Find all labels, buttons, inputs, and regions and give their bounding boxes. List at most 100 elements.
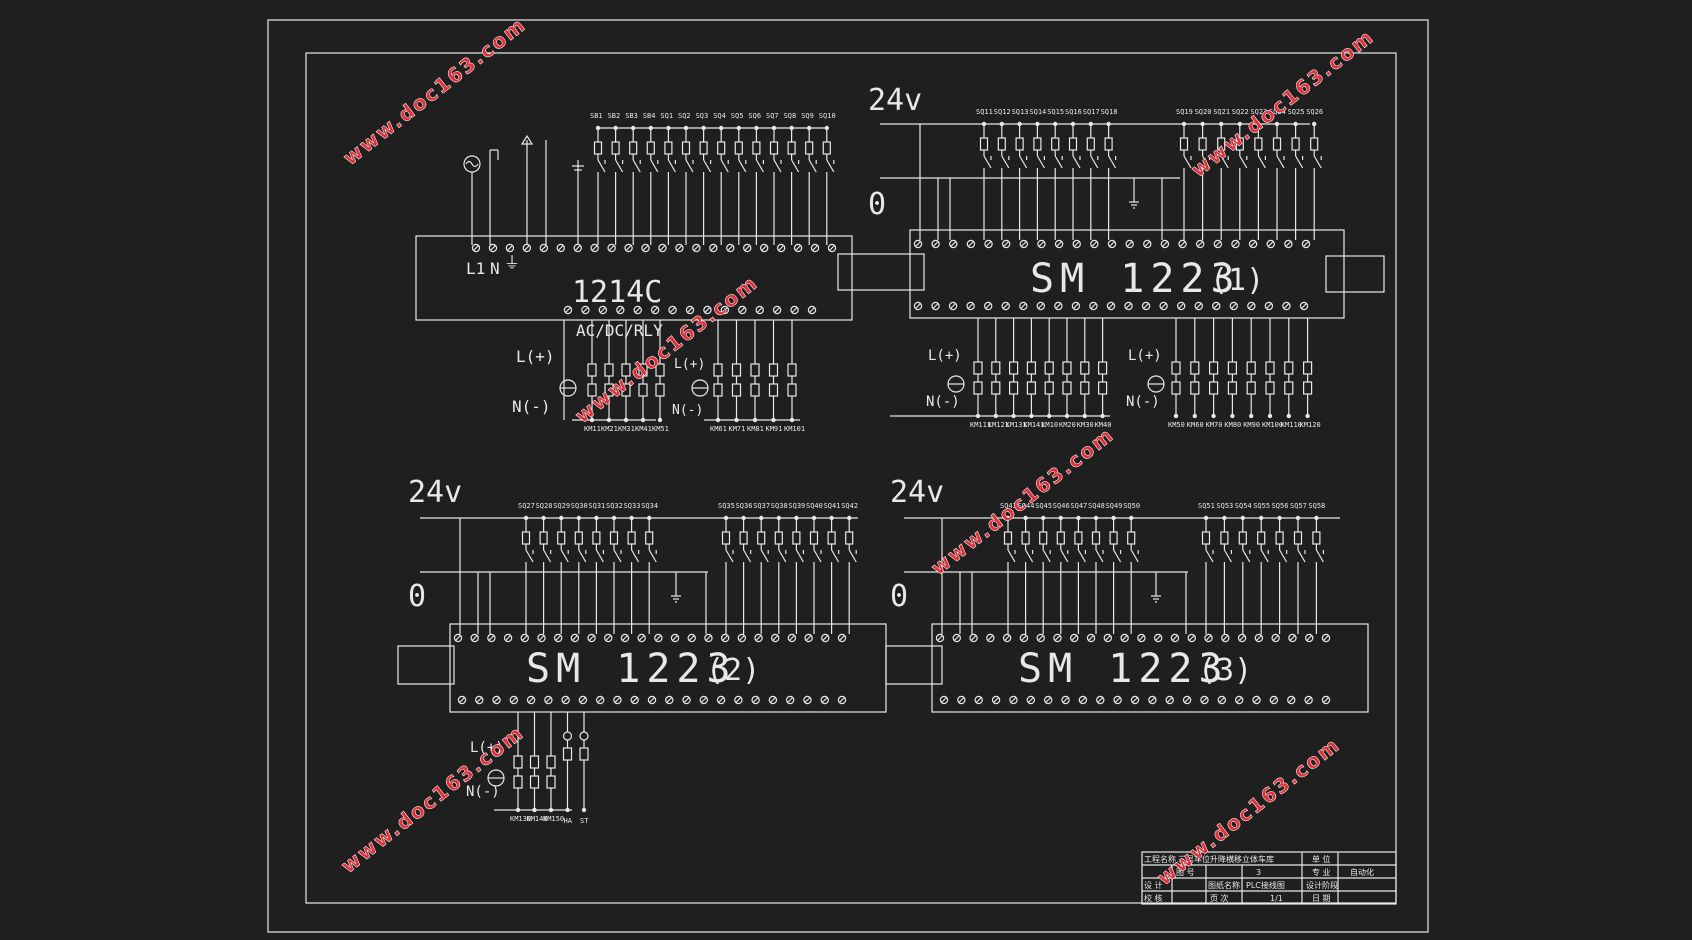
sm3-top-terminal-slash <box>1121 635 1128 641</box>
sm2-bottom-terminal-slash <box>683 697 690 703</box>
cpu-input-SB1-label: SB1 <box>590 112 603 120</box>
sm3-input-SQ56-switch <box>1279 549 1288 563</box>
sm1-out-b-KM50-coil <box>1171 361 1181 375</box>
sm1-out-a-KM30-rail-dot <box>1082 413 1088 419</box>
cpu-input-SQ1-label: SQ1 <box>660 112 673 120</box>
sm1-out-b-KM90-coil <box>1246 381 1256 395</box>
cpu-top-terminal <box>624 243 633 253</box>
sm1-top-terminal-slash <box>950 241 957 247</box>
sm2-top-terminal <box>453 633 463 643</box>
sm1-top-terminal-slash <box>1267 241 1274 247</box>
sm1-input-SQ16-switch <box>1072 155 1081 169</box>
cpu-top-terminal <box>776 243 786 253</box>
sm1-top-terminal <box>966 239 976 249</box>
sm2-top-terminal <box>570 633 580 643</box>
cpu-top-terminal-slash <box>710 245 717 251</box>
sm1-out-b-KM110-label: KM110 <box>1281 421 1302 429</box>
sm1-input-SQ19-fuse <box>1179 137 1189 151</box>
sm3-bottom-terminal-slash <box>958 697 965 703</box>
sm1-module-box <box>909 229 1345 319</box>
sm2-input-SQ30-switch <box>578 549 587 563</box>
sm3-input-SQ53-label: SQ53 <box>1216 502 1233 510</box>
sm3-input-SQ50-label: SQ50 <box>1123 502 1140 510</box>
sm3-input-SQ54-switch <box>1242 549 1251 563</box>
sm1-input-SQ18-label: SQ18 <box>1101 108 1118 116</box>
sm1-out-a-KM20-coil <box>1062 361 1072 375</box>
sm2-top-terminal <box>604 633 613 643</box>
sm3-bottom-terminal-slash <box>1323 697 1329 703</box>
cpu-input-SQ5-switch <box>738 159 747 173</box>
cpu-power-n-label: N <box>490 259 500 278</box>
sm2-out-HA-label: HA <box>564 817 573 825</box>
sm3-top-terminal <box>1187 633 1196 643</box>
sm2-input-SQ42-switch <box>848 549 857 563</box>
sm3-top-terminal-slash <box>1323 635 1329 641</box>
sm1-input-SQ12-switch <box>1001 155 1010 169</box>
sm3-input-SQ49-fuse <box>1109 531 1118 545</box>
sm1-out-b-KM70-label: KM70 <box>1206 421 1223 429</box>
sm2-top-terminal-slash <box>755 635 762 641</box>
sm3-top-terminal <box>1053 633 1062 643</box>
sm1-input-SQ20-switch <box>1202 155 1211 169</box>
cpu-top-terminal-slash <box>829 245 835 251</box>
sm3-bottom-terminal <box>1043 695 1053 705</box>
sm2-bottom-terminal-slash <box>735 697 742 703</box>
cpu-top-terminal <box>590 243 599 253</box>
cpu-out-a-KM11-rail-dot <box>589 417 595 423</box>
cpu-lplus-small-label: L(+) <box>674 357 705 372</box>
sm1-name-label: SM 1223 <box>1030 256 1241 302</box>
tb-page-label: 页 次 <box>1210 893 1229 903</box>
sm1-out-b-KM50-rail-dot <box>1173 413 1179 419</box>
sm2-top-terminal <box>654 633 663 643</box>
sm2-name-label: SM 1223 <box>526 646 737 692</box>
sm2-top-terminal-slash <box>488 635 495 641</box>
cpu-nminus-small-label: N(-) <box>672 403 703 418</box>
sm2-top-terminal <box>754 633 763 643</box>
cpu-bottom-terminal <box>720 305 730 315</box>
sm2-input-SQ37-fuse <box>757 531 766 545</box>
watermark-text: www.doc163.com <box>1152 732 1344 890</box>
cpu-bottom-terminal-slash <box>617 307 624 313</box>
cpu-out-b-KM61-coil <box>713 383 723 397</box>
sm2-bottom-terminal <box>785 695 795 705</box>
sm1-out-a-KM121-coil <box>991 361 1001 375</box>
sm3-bottom-terminal-slash <box>1305 697 1312 703</box>
cpu-out-b-KM91-label: KM91 <box>766 425 783 433</box>
sm1-top-terminal <box>1107 239 1117 249</box>
cpu-out-a-KM21-coil <box>604 363 614 377</box>
sm1-out-b-KM80-coil <box>1227 381 1238 395</box>
sm3-input-SQ58-label: SQ58 <box>1308 502 1325 510</box>
sm3-top-terminal <box>1086 633 1096 643</box>
sm1-input-SQ22-label: SQ22 <box>1232 108 1249 116</box>
cpu-bottom-terminal <box>650 305 660 315</box>
sm2-top-terminal-slash <box>772 635 779 641</box>
sm1-top-terminal-slash <box>1285 241 1292 247</box>
sm3-bottom-terminal-slash <box>1097 697 1104 703</box>
sm3-bottom-terminal <box>1026 695 1036 705</box>
cpu-bottom-terminal <box>790 305 799 315</box>
sm1-lplus-b-label: L(+) <box>1128 348 1162 364</box>
cpu-out-b-KM101-coil <box>787 363 797 377</box>
sm1-out-a-KM10-label: KM10 <box>1041 421 1058 429</box>
sm3-bottom-terminal <box>1234 695 1244 705</box>
sm2-bottom-terminal-slash <box>666 697 673 703</box>
sm3-bottom-terminal-slash <box>1166 697 1173 703</box>
sm3-input-SQ56-label: SQ56 <box>1272 502 1289 510</box>
sm1-input-SQ14-fuse <box>1033 137 1042 151</box>
sm2-bottom-terminal-slash <box>459 697 465 703</box>
sm2-top-terminal-slash <box>638 635 645 641</box>
sm1-out-a-KM121-coil <box>991 381 1001 395</box>
cpu-top-terminal-slash <box>591 245 598 251</box>
cpu-bottom-terminal-slash <box>774 307 781 313</box>
cpu-input-SQ7-fuse <box>769 141 779 155</box>
sm3-top-terminal <box>1305 633 1314 643</box>
cpu-input-SQ5-label: SQ5 <box>731 112 744 120</box>
cpu-out-a-KM11-coil <box>587 363 597 377</box>
sm1-top-terminal <box>913 239 923 249</box>
cpu-top-terminal <box>692 243 701 253</box>
sm3-top-terminal <box>1288 633 1297 643</box>
sm2-out-ST-lamp-icon <box>579 731 589 741</box>
sm2-bottom-terminal-slash <box>821 697 828 703</box>
sm2-bottom-terminal-slash <box>528 697 535 703</box>
sm1-input-SQ14-label: SQ14 <box>1029 108 1046 116</box>
